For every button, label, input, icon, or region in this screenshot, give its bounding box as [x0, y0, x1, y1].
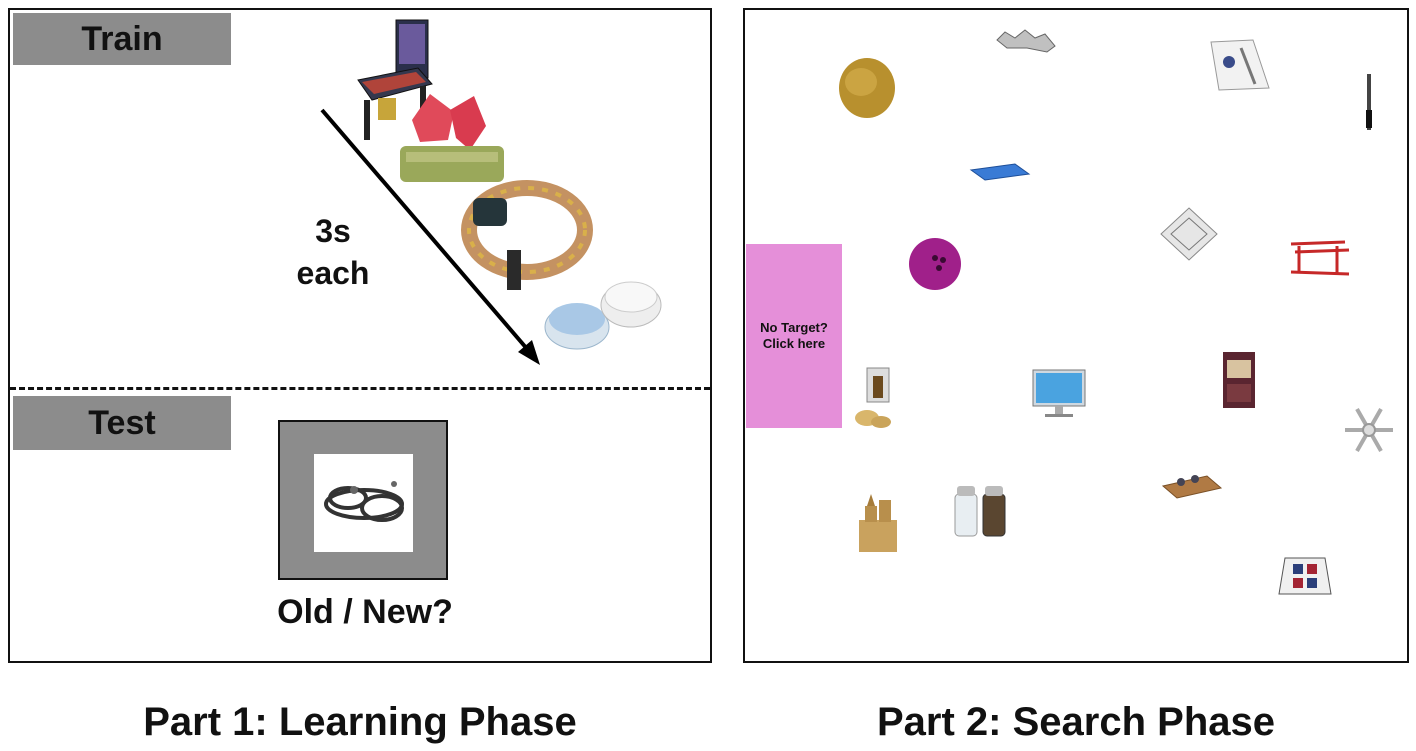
train-stimuli — [320, 19, 662, 365]
pen-object — [1366, 74, 1372, 130]
no-target-button[interactable]: No Target? Click here — [746, 244, 842, 428]
timing-duration: 3s — [315, 213, 351, 249]
learning-phase-caption: Part 1: Learning Phase — [143, 700, 577, 744]
timing-label: 3s each — [268, 210, 398, 294]
dance-mat-object — [1278, 557, 1332, 595]
search-phase-caption: Part 2: Search Phase — [877, 700, 1275, 744]
sour-candy-image — [400, 94, 504, 182]
test-label: Test — [13, 396, 231, 450]
no-target-line1: No Target? — [760, 320, 828, 335]
sequence-arrow — [320, 108, 540, 365]
sand-castle-object — [859, 494, 897, 552]
tray-object — [969, 163, 1031, 181]
timing-each: each — [296, 255, 370, 291]
monitor-object — [1032, 369, 1086, 417]
tiara-object — [996, 29, 1056, 53]
old-new-prompt: Old / New? — [277, 593, 453, 631]
garlic-press-object — [855, 367, 891, 428]
pinball-machine-image — [357, 19, 433, 140]
contact-lens-case-image — [544, 281, 662, 350]
learning-phase-panel: Train — [8, 8, 712, 663]
no-target-line2: Click here — [762, 336, 826, 351]
test-probe-frame — [278, 420, 448, 580]
maze-object — [1160, 207, 1218, 261]
snowflake-object — [1345, 408, 1393, 452]
folder-object — [1210, 39, 1270, 91]
sponge-object — [839, 58, 895, 118]
salt-and-pepper-object — [954, 486, 1006, 537]
bowling-ball-object — [909, 238, 961, 290]
parallel-bars-object — [1290, 240, 1350, 276]
book-object — [1223, 352, 1255, 408]
board-game-object — [1161, 475, 1223, 499]
search-phase-panel: No Target? Click here — [743, 8, 1409, 663]
slot-car-track-image — [314, 454, 413, 552]
phase-divider — [10, 387, 710, 390]
beaded-bracelet-image — [461, 180, 593, 290]
search-display — [839, 29, 1393, 595]
train-label: Train — [13, 13, 231, 65]
